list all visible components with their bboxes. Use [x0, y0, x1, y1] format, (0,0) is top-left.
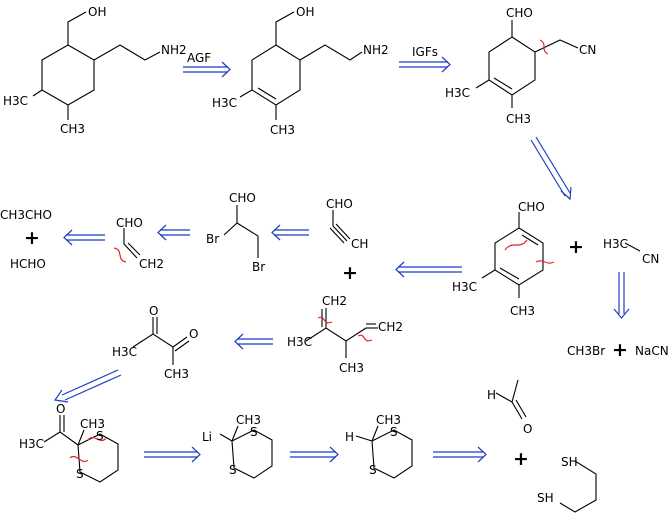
- label-nh2: NH2: [161, 43, 187, 57]
- label-h3c: H3C: [452, 280, 477, 294]
- molecule-methyl-dithiane: H CH3 S S: [345, 413, 413, 479]
- label-sh: SH: [537, 491, 554, 505]
- molecule-acrolein: CHO CH2: [113, 216, 164, 271]
- label-h: H: [487, 388, 496, 402]
- molecule-cyano-aldehyde: CHO CN H3C CH3: [445, 6, 596, 126]
- reagents-ch3br-nacn: CH3Br + NaCN: [567, 339, 669, 361]
- label-ch3: CH3: [376, 413, 401, 427]
- label-h3c: H3C: [287, 335, 312, 349]
- label-igfs: IGFs: [412, 45, 438, 59]
- retro-arrow-to-dithiane: [290, 446, 339, 463]
- molecule-butanedione: H3C O O CH3: [112, 304, 198, 381]
- label-cho: CHO: [518, 200, 545, 214]
- label-cho: CHO: [116, 216, 143, 230]
- label-ch3: CH3: [510, 304, 535, 318]
- retro-arrow-to-diketone: [234, 333, 273, 350]
- label-ch3: CH3: [506, 112, 531, 126]
- label-ch: CH: [351, 237, 368, 251]
- plus-sign: +: [612, 339, 628, 361]
- molecule-target-amino-alcohol: OH NH2 H3C CH3: [3, 5, 187, 136]
- label-cn: CN: [642, 252, 659, 266]
- label-ch2: CH2: [139, 257, 164, 271]
- plus-sign: +: [342, 262, 358, 284]
- label-cho: CHO: [326, 197, 353, 211]
- molecule-cyclohexene-amino-alcohol: OH NH2 H3C CH3: [212, 5, 389, 137]
- molecule-acetaldehyde: H O: [487, 379, 532, 436]
- label-h3c: H3C: [112, 345, 137, 359]
- label-ch3: CH3: [339, 361, 364, 375]
- label-agf: AGF: [187, 51, 211, 65]
- label-h3c: H3C: [212, 96, 237, 110]
- molecule-diene-aldehyde: CHO H3C CH3 +: [452, 200, 584, 318]
- label-ch3: CH3: [60, 122, 85, 136]
- label-oh: OH: [88, 5, 106, 19]
- label-ch2: CH2: [322, 294, 347, 308]
- label-nacn: NaCN: [635, 344, 669, 358]
- label-ch3: CH3: [80, 417, 105, 431]
- retro-arrow-igfs: IGFs: [399, 45, 451, 73]
- label-ch2: CH2: [378, 320, 403, 334]
- label-h3c: H3C: [3, 94, 28, 108]
- label-h3c: H3C: [445, 86, 470, 100]
- retro-arrow-to-dibromide: [271, 224, 309, 241]
- retro-arrow-to-propynal: [395, 261, 462, 278]
- molecule-propanedithiol: SH SH: [537, 455, 597, 513]
- label-cn: CN: [579, 43, 596, 57]
- label-ch3: CH3: [270, 123, 295, 137]
- label-s: S: [250, 425, 258, 439]
- retro-arrow-to-acetaldehyde: [63, 229, 105, 246]
- label-o: O: [523, 422, 532, 436]
- plus-sign: +: [568, 236, 584, 258]
- molecule-dimethylbutadiene: CH2 CH2 H3C CH3: [287, 294, 403, 375]
- label-ch3: CH3: [164, 367, 189, 381]
- retro-arrow-diagonal-1: [530, 136, 572, 201]
- retro-arrow-agf: AGF: [183, 51, 231, 78]
- molecule-dibromopropanal: CHO Br Br: [206, 191, 265, 274]
- label-sh: SH: [561, 455, 578, 469]
- molecule-acetonitrile: H3C CN: [603, 237, 659, 266]
- label-s: S: [229, 463, 237, 477]
- label-s: S: [76, 467, 84, 481]
- plus-sign: +: [513, 448, 529, 470]
- label-o: O: [56, 402, 65, 416]
- label-cho: CHO: [506, 6, 533, 20]
- label-s: S: [96, 429, 104, 443]
- label-s: S: [390, 425, 398, 439]
- label-cho: CHO: [229, 191, 256, 205]
- molecule-lithio-dithiane: Li CH3 S S: [202, 413, 273, 479]
- label-nh2: NH2: [363, 43, 389, 57]
- label-oh: OH: [296, 5, 314, 19]
- label-s: S: [369, 463, 377, 477]
- label-ch3br: CH3Br: [567, 344, 605, 358]
- plus-sign: +: [24, 227, 40, 249]
- retro-arrow-diagonal-2: [53, 369, 122, 403]
- label-br: Br: [206, 232, 219, 246]
- label-o: O: [189, 327, 198, 341]
- label-hcho: HCHO: [10, 257, 46, 271]
- label-h3c: H3C: [603, 237, 628, 251]
- molecule-acetyl-dithiane: O CH3 S S H3C: [19, 402, 119, 483]
- label-br: Br: [252, 260, 265, 274]
- label-o: O: [149, 304, 158, 318]
- retro-arrow-down-acetonitrile: [613, 272, 630, 319]
- molecule-propynal: CHO CH: [326, 197, 368, 251]
- label-li: Li: [202, 430, 212, 444]
- label-ch3: CH3: [236, 413, 261, 427]
- starting-materials-aldehydes: CH3CHO + HCHO: [0, 208, 52, 271]
- label-h: H: [345, 430, 354, 444]
- label-ch3cho: CH3CHO: [0, 208, 52, 222]
- retro-arrow-to-dithiol: [433, 446, 487, 463]
- retro-arrow-to-lithio-dithiane: [144, 446, 201, 463]
- label-h3c: H3C: [19, 437, 44, 451]
- retro-arrow-to-acrolein: [157, 224, 190, 241]
